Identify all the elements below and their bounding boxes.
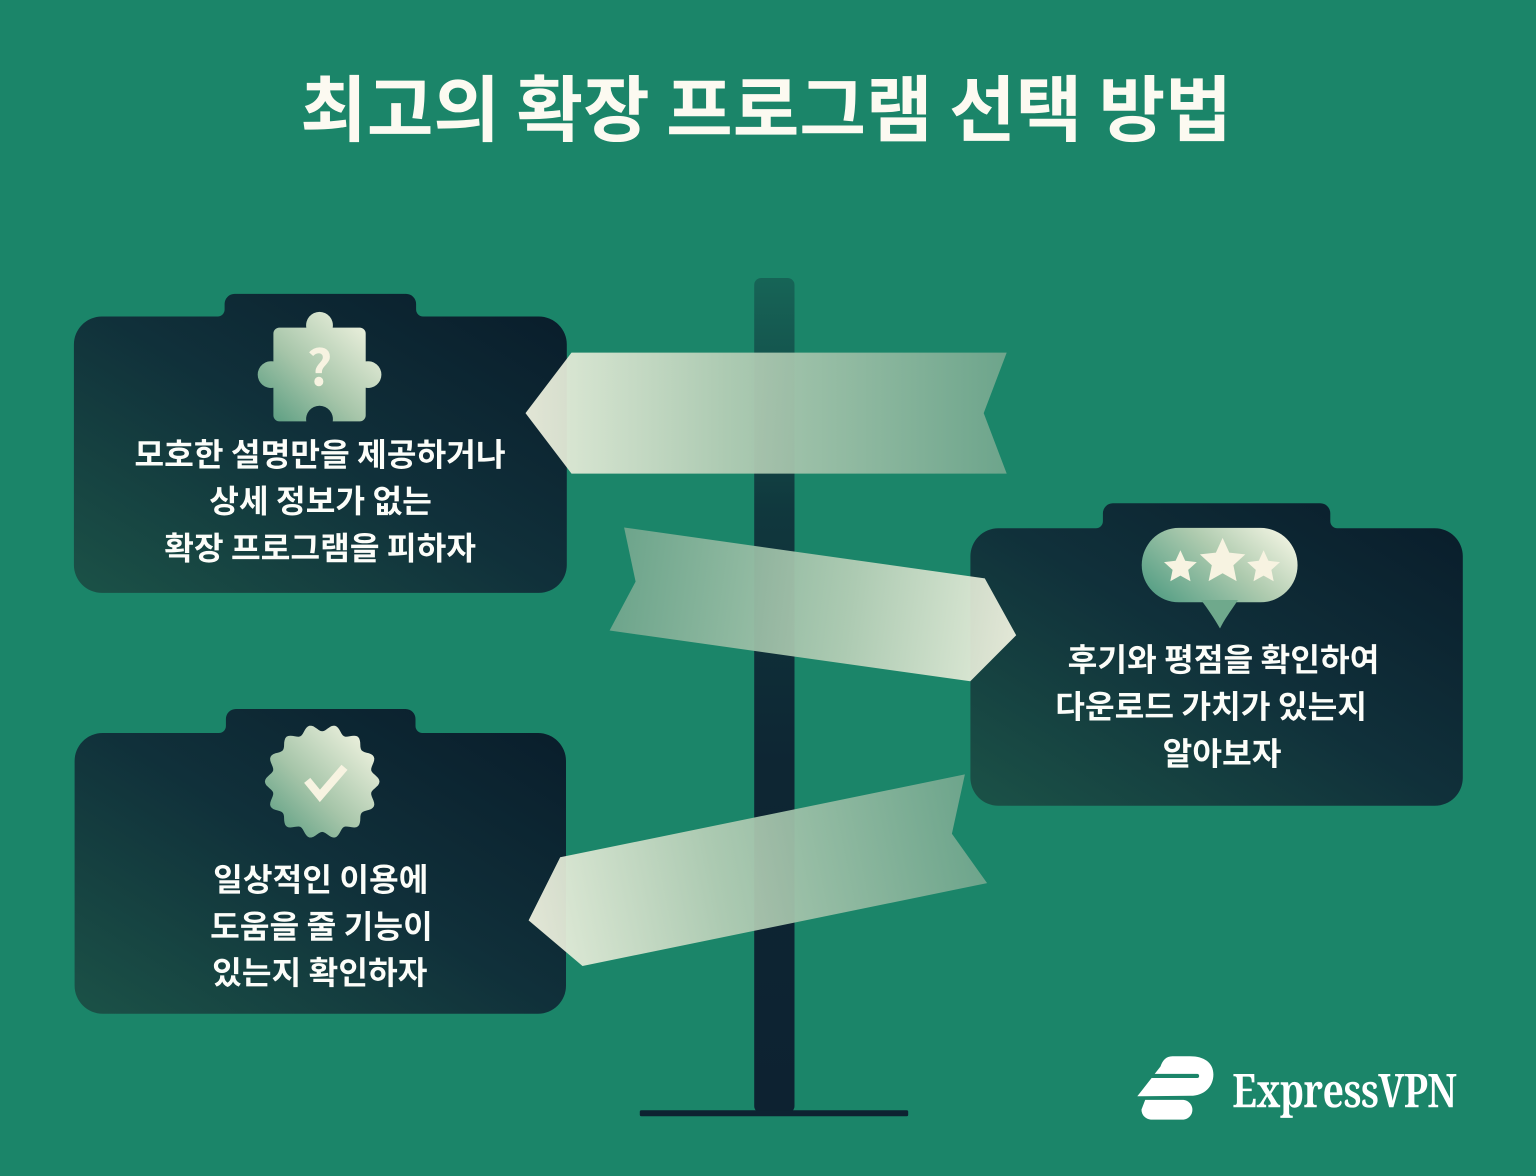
card-1-line-2: 상세 정보가 없는 bbox=[74, 478, 567, 525]
badge-seal bbox=[264, 725, 380, 838]
card-3-line-3-path bbox=[213, 956, 427, 988]
card-check-useful-features bbox=[74, 709, 566, 1014]
card-2-line-1-path bbox=[1068, 643, 1377, 675]
expressvpn-logo bbox=[1137, 1056, 1457, 1120]
expressvpn-mark-top bbox=[1137, 1056, 1214, 1097]
card-text-avoid-vague: 모호한 설명만을 제공하거나 상세 정보가 없는 확장 프로그램을 피하자 bbox=[74, 431, 567, 571]
expressvpn-wordmark-path bbox=[1233, 1074, 1457, 1118]
card-2-line-3: 알아보자 bbox=[970, 729, 1463, 776]
signpost-base bbox=[639, 1110, 909, 1117]
card-2-line-2-path bbox=[1057, 691, 1364, 722]
card-3-line-1-path bbox=[214, 864, 426, 895]
card-text-useful-features: 일상적인 이용에 도움을 줄 기능이 있는지 확인하자 bbox=[75, 856, 566, 996]
title-text-path bbox=[303, 74, 1225, 143]
card-1-line-3: 확장 프로그램을 피하자 bbox=[74, 524, 567, 571]
card-text-check-reviews: 후기와 평점을 확인하여 다운로드 가치가 있는지 알아보자 bbox=[970, 636, 1463, 776]
expressvpn-mark-bottom bbox=[1141, 1099, 1193, 1120]
verified-badge-check-icon bbox=[264, 725, 380, 838]
card-check-reviews bbox=[970, 503, 1463, 806]
page-title: 최고의 확장 프로그램 선택 방법 bbox=[0, 66, 1536, 142]
brand-name: ExpressVPN bbox=[1233, 1070, 1482, 1120]
card-2-line-2: 다운로드 가치가 있는지 bbox=[970, 683, 1463, 730]
question-mark-glyph bbox=[309, 347, 330, 387]
card-2-line-1: 후기와 평점을 확인하여 bbox=[970, 636, 1463, 683]
three-stars-icon bbox=[1164, 537, 1280, 582]
checkmark-glyph bbox=[304, 764, 348, 803]
ribbon-arrow-left-bottom bbox=[528, 774, 988, 966]
card-3-line-3: 있는지 확인하자 bbox=[75, 949, 566, 996]
card-avoid-vague-extensions bbox=[73, 293, 567, 593]
card-3-line-1: 일상적인 이용에 bbox=[75, 856, 566, 903]
speech-bubble-tail bbox=[1201, 600, 1238, 629]
card-1-line-1: 모호한 설명만을 제공하거나 bbox=[74, 431, 567, 478]
card-1-line-3-path bbox=[165, 532, 476, 563]
card-3-line-2: 도움을 줄 기능이 bbox=[75, 903, 566, 950]
review-stars-bubble-icon bbox=[1141, 527, 1298, 629]
card-3-panel bbox=[74, 709, 566, 1014]
signpost-ribbons bbox=[525, 352, 1017, 966]
card-2-line-3-path bbox=[1164, 738, 1281, 768]
ribbon-arrow-left-top bbox=[525, 352, 1007, 474]
ribbon-arrow-right-middle bbox=[609, 527, 1017, 682]
card-1-line-2-path bbox=[210, 485, 431, 516]
card-1-panel bbox=[73, 293, 567, 593]
card-3-line-2-path bbox=[211, 911, 430, 942]
card-1-line-1-path bbox=[135, 439, 505, 469]
